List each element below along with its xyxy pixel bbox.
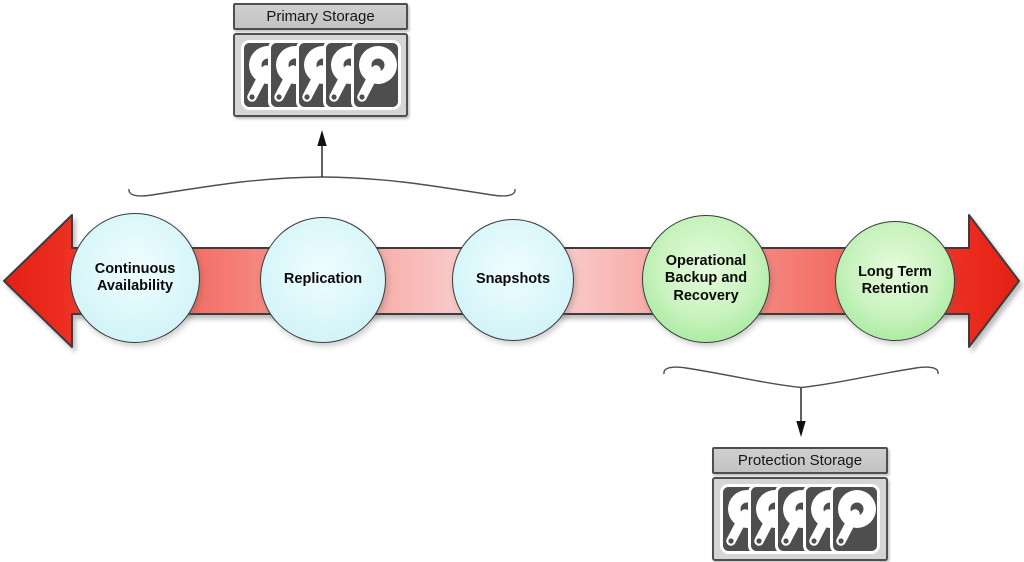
primary-storage-title: Primary Storage — [233, 3, 408, 30]
stage-operational-backup-and-recovery: Operational Backup and Recovery — [642, 215, 770, 343]
hard-disk-icon — [830, 484, 880, 554]
protection-storage-title: Protection Storage — [712, 447, 888, 474]
primary-connector-arrowhead-icon — [317, 130, 327, 146]
hard-disk-icon — [350, 40, 401, 110]
stage-label: Operational Backup and Recovery — [664, 253, 748, 304]
stage-label: Replication — [283, 271, 363, 288]
stage-long-term-retention: Long Term Retention — [835, 221, 955, 341]
primary-disk-stack — [240, 40, 401, 110]
stage-label: Long Term Retention — [858, 263, 932, 297]
stage-snapshots: Snapshots — [452, 219, 574, 341]
primary-group-brace — [128, 176, 516, 197]
protection-connector-arrowhead-icon — [796, 421, 806, 437]
primary-storage-disk-tray — [233, 33, 408, 117]
primary-storage-label: Primary Storage — [266, 8, 375, 25]
protection-disk-stack — [720, 484, 880, 554]
primary-storage-box: Primary Storage — [233, 3, 408, 117]
stage-replication: Replication — [260, 217, 386, 343]
protection-storage-label: Protection Storage — [737, 452, 863, 469]
protection-storage-disk-tray — [712, 477, 888, 561]
stage-label: Continuous Availability — [94, 260, 176, 294]
stage-label: Snapshots — [475, 271, 551, 288]
stage-continuous-availability: Continuous Availability — [70, 213, 200, 343]
protection-group-brace — [663, 366, 939, 389]
protection-storage-box: Protection Storage — [712, 447, 888, 561]
